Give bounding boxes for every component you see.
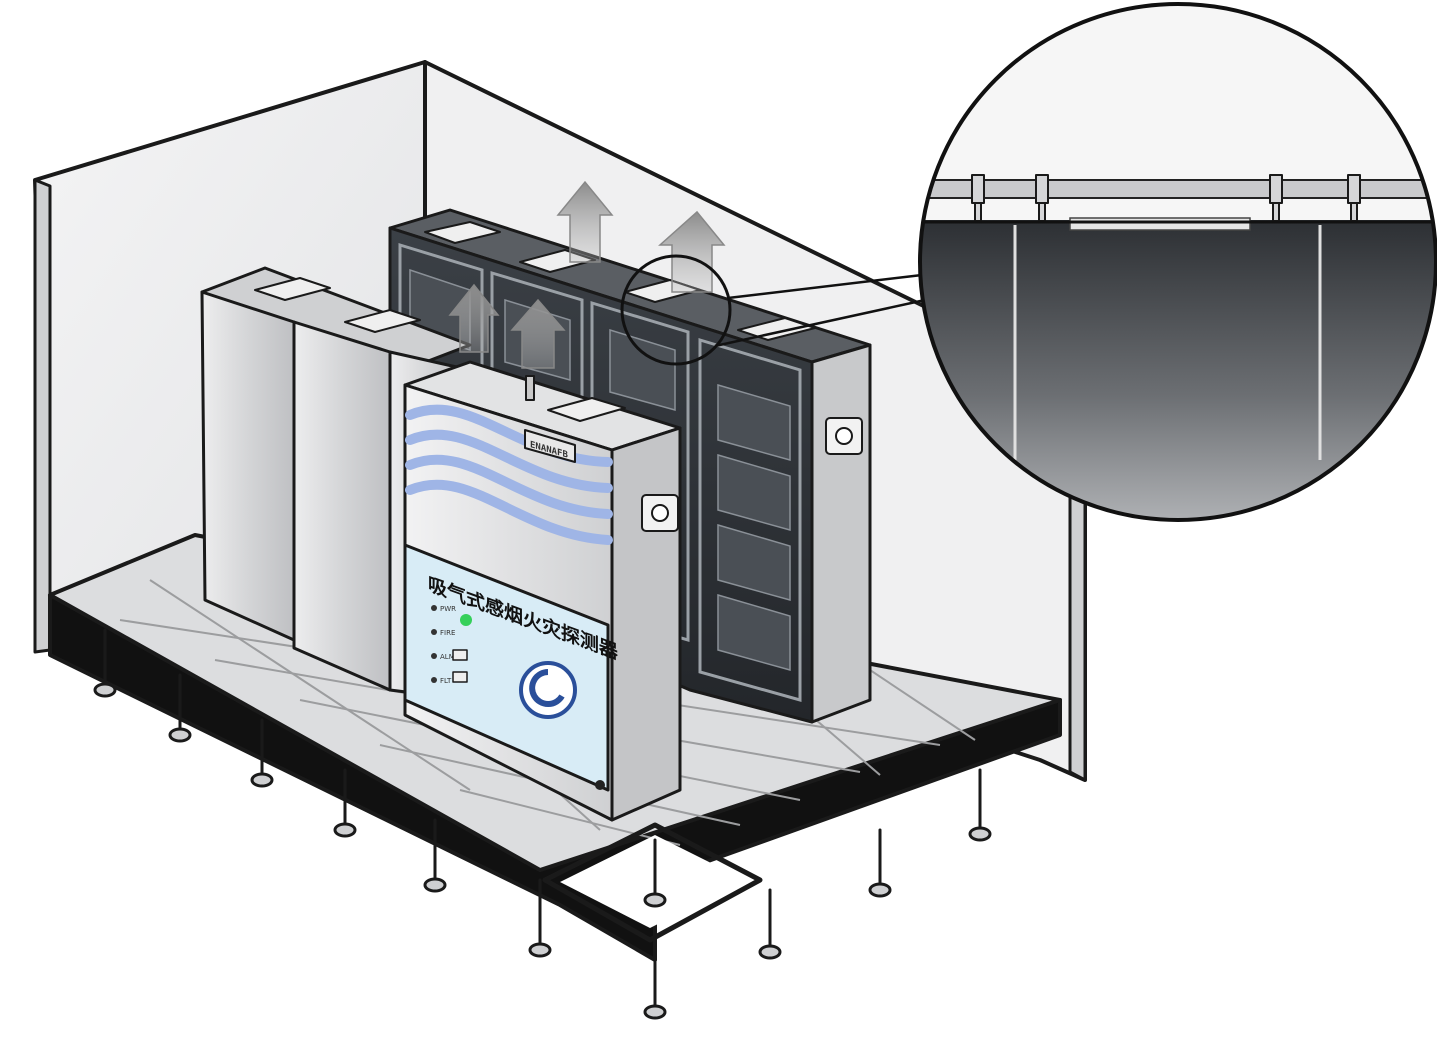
airflow-arrow-icon — [448, 283, 500, 353]
detector-logo-icon — [519, 661, 577, 719]
status-light-0: PWR — [440, 605, 456, 613]
airflow-arrows — [448, 180, 726, 369]
status-led-icon — [460, 614, 472, 626]
aspirating-smoke-detector: ENANAFB 吸气式感烟火灾探测器 PWR FIRE ALM FLT — [403, 360, 682, 822]
floor-pedestals — [93, 628, 992, 1020]
airflow-arrow-icon — [556, 180, 614, 263]
airflow-arrow-icon — [510, 298, 566, 369]
zoom-vent-strip — [1069, 217, 1251, 231]
decorative-waves — [405, 404, 613, 545]
zoom-detail-circle — [918, 2, 1437, 522]
magnifier-callout-icon — [620, 254, 926, 366]
sampling-port-back — [825, 417, 863, 455]
open-floor-tile — [542, 822, 763, 943]
status-light-1: FIRE — [440, 629, 455, 637]
status-light-2: ALM — [440, 653, 455, 661]
panel-button-2 — [452, 671, 468, 683]
sampling-port-front — [641, 494, 679, 532]
status-leds: PWR FIRE ALM FLT — [431, 605, 472, 685]
panel-button-1 — [452, 649, 468, 661]
sampling-pipe-icon — [525, 375, 535, 401]
airflow-arrow-icon — [658, 210, 726, 293]
status-light-3: FLT — [440, 677, 452, 685]
